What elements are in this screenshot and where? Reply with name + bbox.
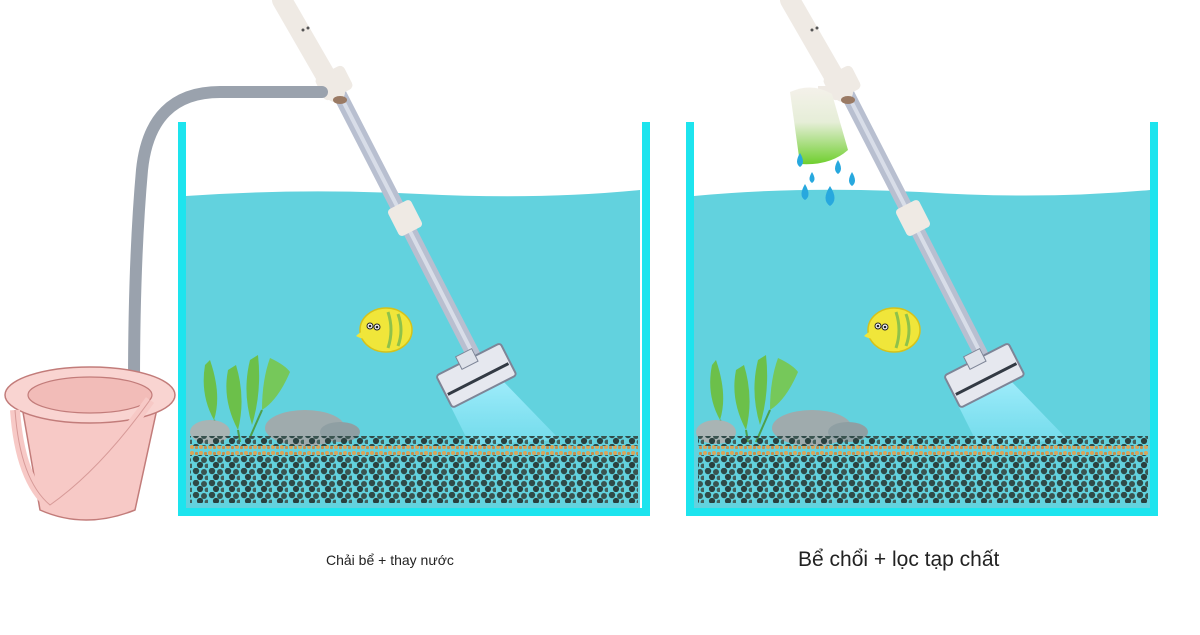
caption-left: Chải bể + thay nước bbox=[326, 552, 454, 568]
right-panel bbox=[686, 0, 1158, 516]
tank-frame bbox=[686, 122, 1158, 516]
gravel-bottom bbox=[190, 455, 638, 503]
gravel-top bbox=[190, 436, 638, 446]
plants bbox=[203, 355, 290, 443]
bucket bbox=[4, 366, 176, 521]
drain-hose bbox=[128, 86, 328, 391]
gravel-vacuum bbox=[272, 0, 517, 408]
fish bbox=[356, 307, 413, 353]
fish bbox=[864, 307, 921, 353]
sand-layer bbox=[698, 445, 1148, 455]
gravel-top bbox=[698, 436, 1148, 446]
left-panel bbox=[4, 0, 650, 521]
sand-layer bbox=[190, 445, 638, 455]
tank-frame bbox=[178, 122, 650, 516]
filter-bag bbox=[790, 86, 848, 165]
plants bbox=[710, 355, 798, 443]
caption-right: Bể chổi + lọc tạp chất bbox=[798, 548, 1000, 571]
water-drops bbox=[797, 153, 855, 206]
gravel-bottom bbox=[698, 455, 1148, 503]
